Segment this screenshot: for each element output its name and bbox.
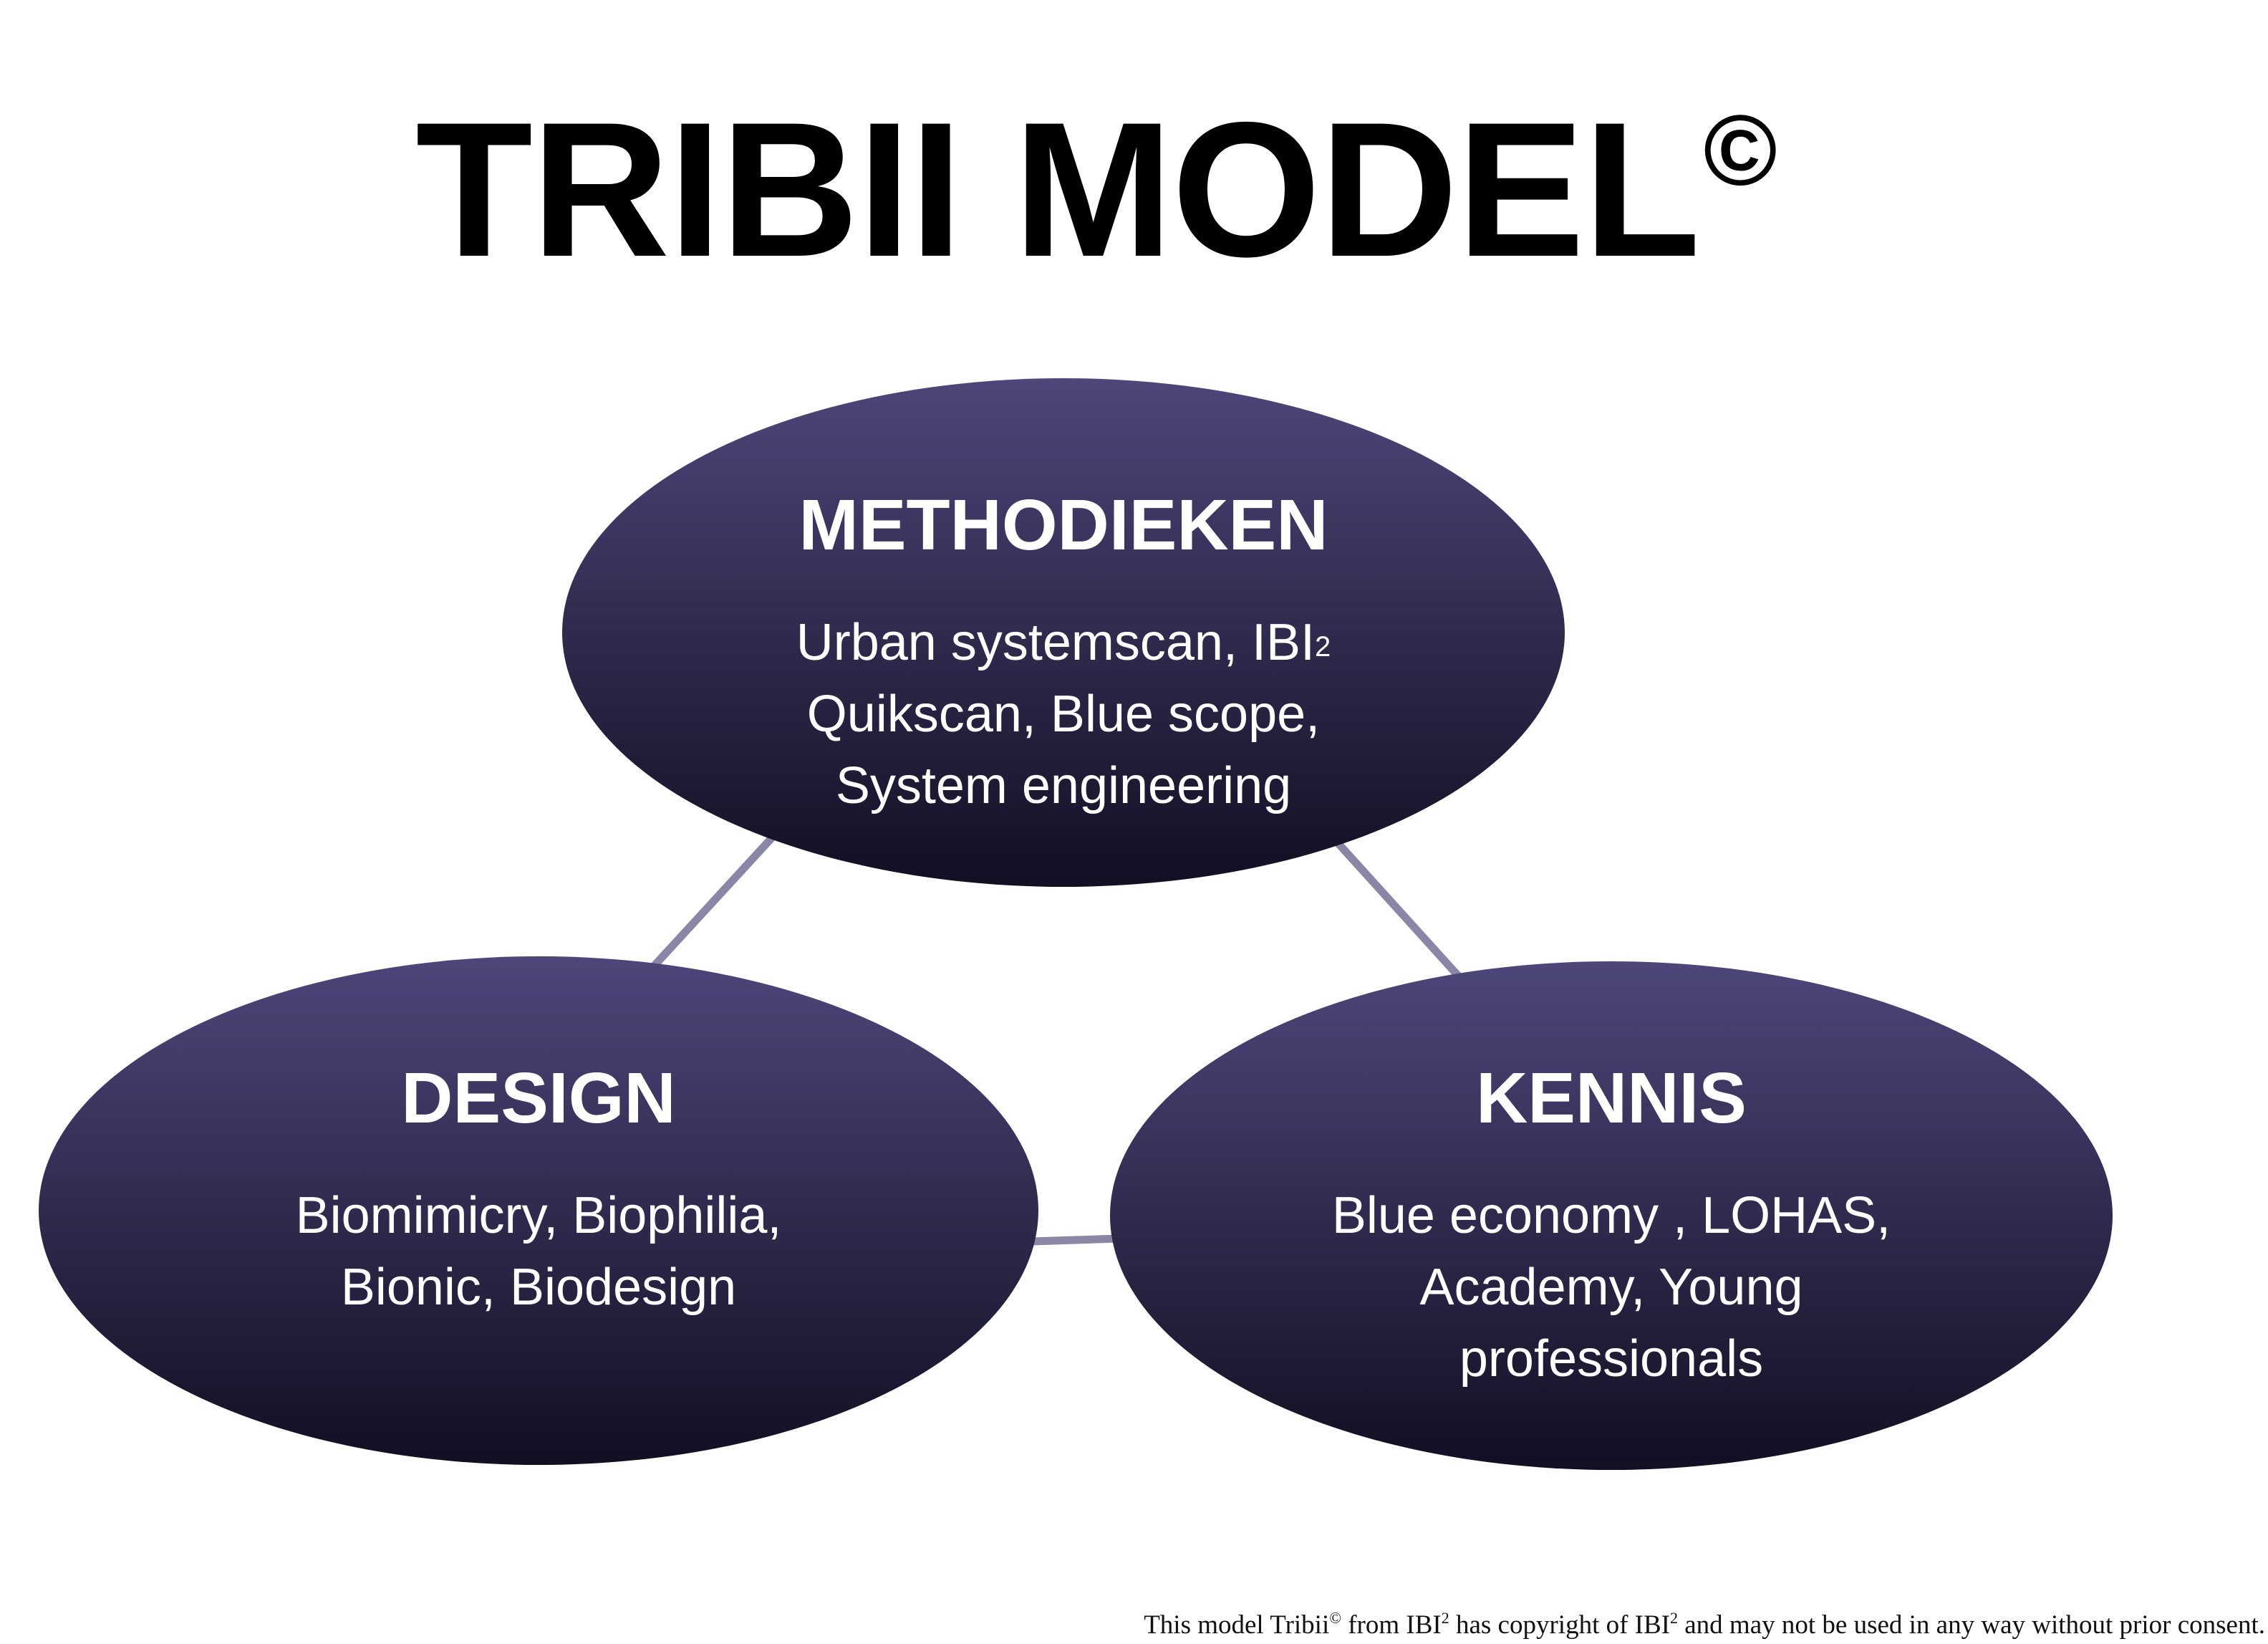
footnote-sup-1: © [1329,1609,1341,1627]
methodieken-line-3: System engineering [835,757,1292,814]
kennis-text: KENNIS Blue economy , LOHAS, Academy, Yo… [1182,1062,2041,1395]
node-kennis[interactable] [1110,961,2113,1470]
copyright-symbol: © [1703,94,1777,206]
title-text: TRIBII MODEL [415,82,1700,297]
footnote-part-3: has copyright of IBI [1449,1610,1670,1640]
kennis-heading: KENNIS [1476,1058,1747,1138]
design-text: DESIGN Biomimicry, Biophilia, Bionic, Bi… [109,1062,968,1323]
design-heading: DESIGN [401,1058,676,1138]
footnote-sup-3: 2 [1670,1609,1678,1627]
design-line-1: Biomimicry, Biophilia, [295,1187,782,1244]
design-body: Biomimicry, Biophilia, Bionic, Biodesign [109,1180,968,1323]
methodieken-line-1-sup: 2 [1315,631,1331,663]
methodieken-line-1-text: Urban systemscan, IBI [796,614,1315,671]
footnote-part-1: This model Tribii [1144,1610,1330,1640]
kennis-line-1: Blue economy , LOHAS, [1331,1187,1891,1244]
kennis-line-2: Academy, Young [1419,1259,1803,1316]
methodieken-line-1: Urban systemscan, IBI2 [634,607,1493,678]
connectors [648,832,1462,1246]
copyright-footnote: This model Tribii© from IBI2 has copyrig… [1144,1609,2265,1640]
design-line-2: Bionic, Biodesign [340,1259,737,1316]
node-methodieken[interactable] [562,378,1565,887]
connector-methodieken-design [648,832,778,971]
node-design[interactable] [39,956,1038,1465]
connector-methodieken-kennis [1330,835,1462,979]
methodieken-text: METHODIEKEN Urban systemscan, IBI2 Quiks… [634,489,1493,822]
connector-design-kennis [1031,1234,1119,1246]
methodieken-line-2: Quikscan, Blue scope, [806,686,1321,743]
methodieken-heading: METHODIEKEN [798,485,1328,565]
methodieken-body: Urban systemscan, IBI2 Quikscan, Blue sc… [634,607,1493,822]
footnote-part-2: from IBI [1341,1610,1442,1640]
footnote-sup-2: 2 [1441,1609,1449,1627]
diagram-title: TRIBII MODEL© [0,93,2191,285]
footnote-part-4: and may not be used in any way without p… [1678,1610,2265,1640]
kennis-line-3: professionals [1459,1330,1764,1388]
kennis-body: Blue economy , LOHAS, Academy, Young pro… [1182,1180,2041,1395]
